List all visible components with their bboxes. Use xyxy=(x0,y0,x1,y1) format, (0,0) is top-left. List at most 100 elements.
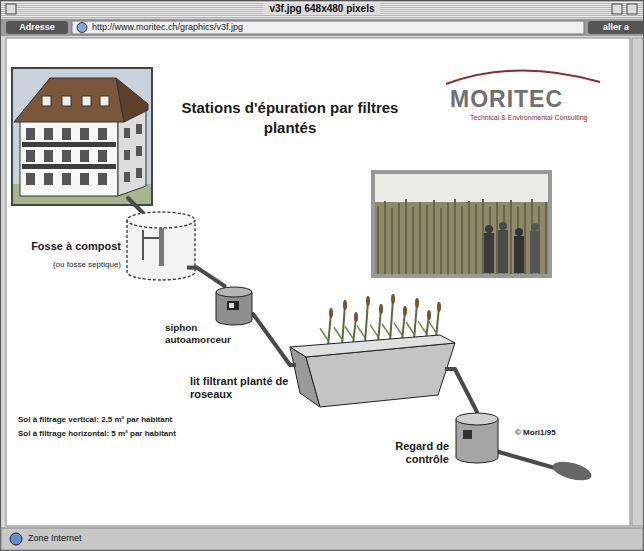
node-outline xyxy=(215,286,253,326)
house-illustration xyxy=(44,173,53,185)
reed-photo xyxy=(373,172,550,276)
house-illustration xyxy=(44,150,53,162)
logo-arc xyxy=(446,70,600,84)
part-label: Fosse à compost xyxy=(31,240,121,253)
reed-head xyxy=(415,298,419,308)
address-toolbar xyxy=(1,19,643,36)
url-text: http://www.moritec.ch/graphics/v3f.jpg xyxy=(92,22,243,33)
reed-photo xyxy=(484,233,494,273)
address-toolbar xyxy=(1,19,644,36)
house-illustration xyxy=(22,142,116,147)
reed-head xyxy=(366,296,370,306)
address-toolbar xyxy=(6,21,68,34)
reed-filter-bed: lit filtrant planté de roseaux xyxy=(290,335,455,407)
tank-inlet xyxy=(143,237,159,239)
status-bar xyxy=(1,528,643,550)
house-illustration xyxy=(80,128,89,140)
house-illustration xyxy=(62,173,71,185)
house-illustration xyxy=(80,173,89,185)
outlet-pipe xyxy=(499,452,555,468)
reed-head xyxy=(391,294,395,304)
go-button: aller a xyxy=(588,22,644,33)
siphon-window xyxy=(227,301,239,310)
inspection-chamber: Regard de contrôle xyxy=(455,412,499,464)
title-bar xyxy=(1,1,643,18)
bed-rim xyxy=(290,335,455,357)
title-bar xyxy=(627,4,637,14)
house-illustration xyxy=(124,128,130,138)
tank-wall xyxy=(127,220,195,280)
reed-head xyxy=(343,300,347,310)
pipe-connector xyxy=(197,268,225,286)
address-button: Adresse xyxy=(6,22,68,33)
reed-photo xyxy=(515,228,523,236)
siphon-lid xyxy=(216,287,252,297)
tank-lid xyxy=(127,212,195,228)
status-bar xyxy=(1,528,643,550)
house-illustration xyxy=(14,78,124,122)
title-bar xyxy=(612,4,622,14)
reed-photo xyxy=(378,199,546,274)
part-label: lit filtrant planté de roseaux xyxy=(190,375,290,401)
chamber-hatch xyxy=(463,430,472,439)
reed-photo xyxy=(514,236,524,273)
reed-stem xyxy=(328,313,331,346)
reed-head xyxy=(379,304,383,314)
part-label: Regard de contrôle xyxy=(377,440,449,466)
reed-leaf xyxy=(394,323,402,335)
house-illustration xyxy=(80,150,89,162)
reed-photo xyxy=(498,230,508,273)
house-illustration xyxy=(12,68,152,205)
title-bar xyxy=(1,1,643,18)
tank-baffle xyxy=(159,228,164,266)
house-illustration xyxy=(20,120,118,196)
reed-photo xyxy=(375,174,548,204)
siphon-window xyxy=(229,303,234,308)
diagram-title: Stations d'épuration par filtres plantés xyxy=(175,98,405,139)
part-note: (ou fosse septique) xyxy=(53,260,121,270)
reed-stem xyxy=(365,301,368,344)
reed-photo xyxy=(531,223,539,231)
house-illustration xyxy=(136,124,142,134)
part-label: siphon autoamorceur xyxy=(165,322,227,346)
content-area xyxy=(632,38,643,526)
house-illustration xyxy=(44,128,53,140)
pipe-stub xyxy=(187,266,197,270)
reed-stem xyxy=(378,309,381,343)
reed-leaf xyxy=(418,321,426,333)
status-text: Zone Internet xyxy=(28,533,82,544)
reed-photo xyxy=(530,231,540,273)
status-bar xyxy=(10,533,22,545)
house-illustration xyxy=(82,96,91,106)
reed-stem xyxy=(390,299,393,342)
logo-tagline: Technical & Environmental Consulting xyxy=(470,114,588,122)
sizing-note: Sol à filtrage vertical: 2.5 m² par habi… xyxy=(18,415,172,425)
address-toolbar xyxy=(588,21,644,34)
house-illustration xyxy=(26,173,35,185)
compost-tank: Fosse à compost(ou fosse septique) xyxy=(125,210,197,282)
reed-head xyxy=(427,310,431,320)
reed-head xyxy=(403,306,407,316)
reed-photo xyxy=(485,225,493,233)
node-outline xyxy=(455,412,499,464)
chamber-lid xyxy=(456,413,498,425)
chamber-wall xyxy=(456,419,498,463)
reed-stem xyxy=(342,305,345,345)
logo-name: MORITEC xyxy=(450,86,563,114)
reed-head xyxy=(354,312,358,322)
outlet-pipe xyxy=(499,452,593,484)
house-illustration xyxy=(116,78,148,122)
house-illustration xyxy=(26,150,35,162)
house-illustration xyxy=(12,68,152,205)
node-outline xyxy=(125,210,197,282)
siphon-chamber: siphon autoamorceur xyxy=(215,286,253,326)
reed-head xyxy=(437,302,441,312)
house-illustration xyxy=(62,96,71,106)
reed-leaf xyxy=(382,324,390,336)
house-illustration xyxy=(100,96,109,106)
sizing-note: Sol à filtrage horizontal: 5 m² par habi… xyxy=(18,429,176,439)
